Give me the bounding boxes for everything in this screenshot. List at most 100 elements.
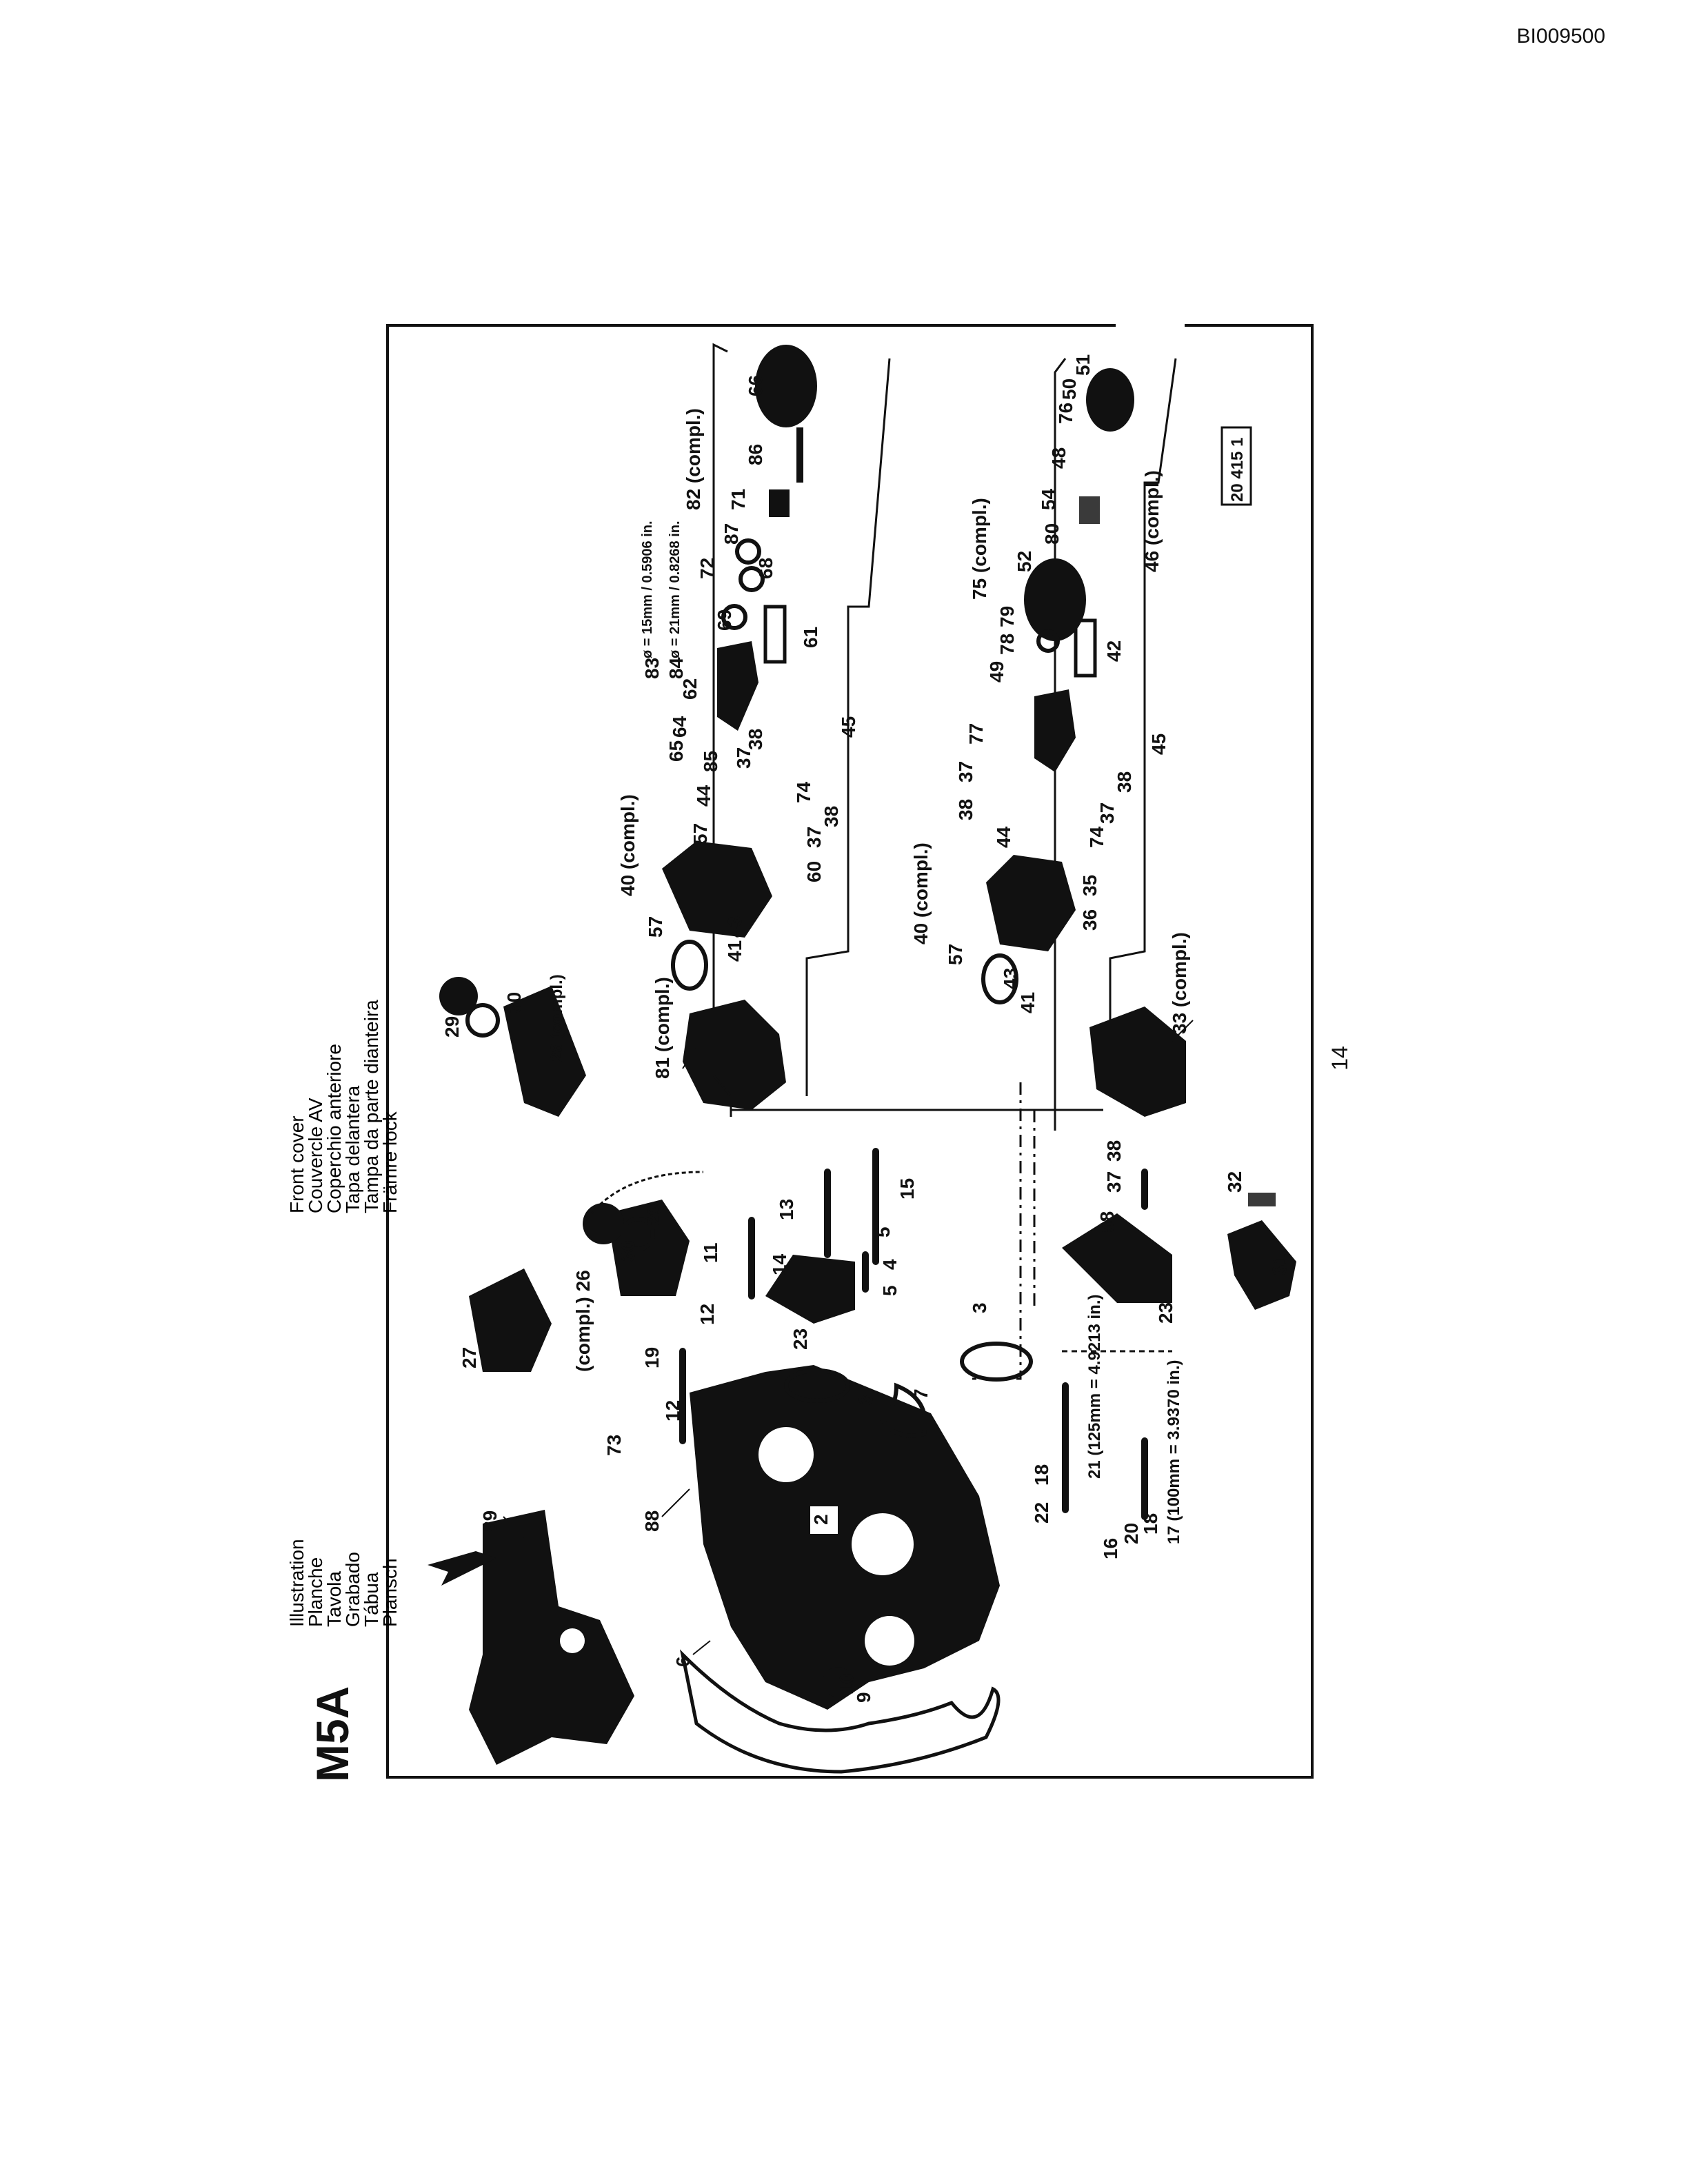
callout-30b: 30 xyxy=(503,992,525,1013)
part-41-filter-lower xyxy=(981,953,1018,1004)
part-88-bore-upper xyxy=(758,1427,814,1482)
callout-20: 20 xyxy=(1121,1523,1142,1544)
callout-3b: 3 xyxy=(969,1302,990,1313)
heading-code: M5A xyxy=(307,1686,358,1782)
callout-19: 19 xyxy=(641,1347,663,1368)
illustration-frame xyxy=(386,324,1314,1779)
plate-reference: 20 415 1 xyxy=(1220,426,1252,506)
callout-17: 17 (100mm = 3.9370 in.) xyxy=(1165,1360,1183,1545)
callout-9: 9 xyxy=(853,1692,874,1703)
part-40-housing-upper xyxy=(662,841,772,938)
callout-49: 49 xyxy=(986,661,1007,682)
callout-50: 50 xyxy=(1058,378,1080,400)
callout-41b: 41 xyxy=(1017,992,1038,1013)
title-label: Coperchio anteriore xyxy=(323,1044,345,1213)
callout-40b: 40 (compl.) xyxy=(910,842,932,944)
callout-64: 64 xyxy=(669,716,690,738)
callout-13: 13 xyxy=(776,1199,797,1220)
callout-58: 58 xyxy=(1096,1211,1118,1233)
callout-65: 65 xyxy=(665,740,687,762)
part-40-housing-lower xyxy=(986,855,1076,951)
callout-74a: 74 xyxy=(793,781,814,803)
callout-69: 69 xyxy=(714,609,735,631)
callout-82: 82 (compl.) xyxy=(683,408,704,510)
callout-52: 52 xyxy=(1014,551,1035,572)
part-78-washer xyxy=(1036,629,1060,653)
callout-87: 87 xyxy=(721,523,742,545)
callout-41a: 41 xyxy=(724,940,745,962)
callout-12a: 12 xyxy=(662,1400,683,1422)
illustration-label: Grabado xyxy=(342,1552,363,1627)
callout-51: 51 xyxy=(1072,354,1094,376)
callout-48: 48 xyxy=(1048,447,1069,469)
callout-5a: 5 xyxy=(872,1226,894,1237)
title-label: Främre lock xyxy=(379,1111,401,1213)
callout-66: 66 xyxy=(745,375,766,396)
callout-80: 80 xyxy=(1041,523,1063,545)
callout-76: 76 xyxy=(1055,403,1076,424)
callout-38a: 38 xyxy=(1103,1140,1125,1162)
callout-46: 46 (compl.) xyxy=(1141,470,1163,572)
part-88-bore-center xyxy=(852,1513,914,1575)
illustration-label: Illustration xyxy=(286,1539,308,1627)
callouts: 6 9 10 89 88 73 27 2 16 20 18 22 18 17 (… xyxy=(441,354,1290,1703)
part-27-block xyxy=(469,1268,552,1372)
callout-7: 7 xyxy=(910,1388,932,1399)
callout-77: 77 xyxy=(965,723,987,745)
part-50-cap xyxy=(1086,368,1134,432)
callout-37a: 37 xyxy=(1103,1171,1125,1193)
callout-45a: 45 xyxy=(838,716,859,738)
leader-lines xyxy=(503,1020,1194,1655)
part-30-ring-upper xyxy=(465,1003,500,1038)
callout-57a: 57 xyxy=(645,916,666,938)
callout-68: 68 xyxy=(755,558,776,579)
part-31-tool xyxy=(1227,1220,1296,1310)
pointer-arrow-icon xyxy=(428,1551,496,1586)
part-42-pin xyxy=(1074,618,1097,678)
part-32-sleeve xyxy=(1248,1193,1276,1206)
part-88-bore-lower xyxy=(865,1616,914,1666)
callout-79: 79 xyxy=(996,606,1018,627)
title-label: Tampa da parte dianteira xyxy=(361,1000,382,1213)
callout-88: 88 xyxy=(641,1510,663,1532)
callout-3a: 3 xyxy=(855,1394,876,1405)
title-label: Front cover xyxy=(286,1115,308,1213)
callout-37e: 37 xyxy=(1096,802,1118,824)
callout-29b: 29 xyxy=(441,1016,463,1038)
callout-11: 11 xyxy=(700,1242,721,1263)
callout-27: 27 xyxy=(459,1347,480,1368)
part-33-pump-housing xyxy=(1089,1007,1186,1117)
part-68-washer xyxy=(738,566,765,592)
callout-85: 85 xyxy=(700,751,721,772)
callout-31: 31 xyxy=(1269,1254,1290,1275)
illustration-label: Tavola xyxy=(323,1571,345,1627)
callout-83-dim: ø = 15mm / 0.5906 in. xyxy=(640,520,655,658)
frame-gap xyxy=(1116,320,1185,330)
callout-28: 28 (compl.) xyxy=(547,974,566,1062)
callout-86: 86 xyxy=(745,444,766,465)
bracket-82-group xyxy=(712,343,891,1117)
document-id: BI009500 xyxy=(1516,25,1605,48)
illustration-labels: Illustration Planche Tavola Grabado Tábu… xyxy=(286,1539,401,1627)
callout-71: 71 xyxy=(727,489,749,510)
callout-89: 89 xyxy=(479,1510,501,1532)
heading-block: M5A Illustration Planche Tavola Grabado … xyxy=(286,1000,401,1782)
callout-57b: 57 xyxy=(690,823,711,845)
callout-12b: 12 xyxy=(696,1304,718,1325)
callout-38d: 38 xyxy=(955,799,976,820)
centerline-33 xyxy=(972,1082,1022,1380)
part-81-pump-housing xyxy=(683,1000,786,1110)
callout-10: 10 xyxy=(836,1673,857,1695)
callout-33: 33 (compl.) xyxy=(1169,932,1190,1034)
callout-78: 78 xyxy=(996,634,1018,655)
callout-38c: 38 xyxy=(745,729,766,750)
part-41-filter-upper xyxy=(671,940,708,991)
callout-75: 75 (compl.) xyxy=(969,498,990,600)
callout-23b: 23 xyxy=(1155,1302,1176,1324)
callout-32: 32 xyxy=(1224,1171,1245,1193)
part-29-cap xyxy=(583,1203,624,1244)
callout-44b: 44 xyxy=(993,826,1014,848)
part-88-label-plate xyxy=(810,1506,838,1534)
title-labels: Front cover Couvercle AV Coperchio anter… xyxy=(286,1000,401,1213)
